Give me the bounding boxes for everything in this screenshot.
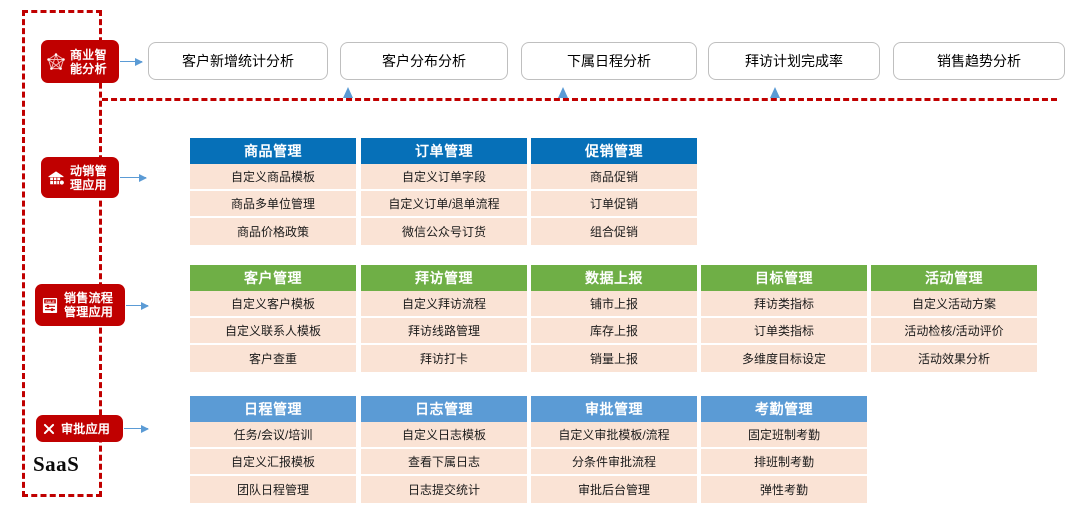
badge-approval-app[interactable]: 审批应用 [36, 415, 123, 442]
card-title: 目标管理 [701, 265, 867, 291]
card-item[interactable]: 微信公众号订货 [361, 218, 527, 245]
connector-bi [120, 57, 143, 66]
badge-promotion-app[interactable]: 动销管 理应用 [41, 157, 119, 198]
badge-label: 商业智 能分析 [70, 47, 107, 76]
card-item[interactable]: 自定义日志模板 [361, 422, 527, 449]
card-item[interactable]: 排班制考勤 [701, 449, 867, 476]
card-item[interactable]: 拜访类指标 [701, 291, 867, 318]
bi-pill-subordinate-schedule[interactable]: 下属日程分析 [521, 42, 697, 80]
card-item[interactable]: 商品多单位管理 [190, 191, 356, 218]
card-title: 订单管理 [361, 138, 527, 164]
card-visit-management[interactable]: 拜访管理 自定义拜访流程 拜访线路管理 拜访打卡 [361, 265, 527, 372]
card-item[interactable]: 弹性考勤 [701, 476, 867, 503]
pill-label: 下属日程分析 [567, 53, 651, 69]
pill-label: 销售趋势分析 [937, 53, 1021, 69]
card-item[interactable]: 多维度目标设定 [701, 345, 867, 372]
svg-text:SALE: SALE [45, 299, 55, 303]
card-customer-management[interactable]: 客户管理 自定义客户模板 自定义联系人模板 客户查重 [190, 265, 356, 372]
card-item[interactable]: 团队日程管理 [190, 476, 356, 503]
card-item[interactable]: 自定义订单/退单流程 [361, 191, 527, 218]
badge-sales-process-app[interactable]: SALE 销售流程 管理应用 [35, 284, 125, 326]
bi-pill-visit-plan-completion[interactable]: 拜访计划完成率 [708, 42, 880, 80]
card-log-management[interactable]: 日志管理 自定义日志模板 查看下属日志 日志提交统计 [361, 396, 527, 503]
card-item[interactable]: 自定义拜访流程 [361, 291, 527, 318]
card-target-management[interactable]: 目标管理 拜访类指标 订单类指标 多维度目标设定 [701, 265, 867, 372]
card-title: 拜访管理 [361, 265, 527, 291]
badge-label: 动销管 理应用 [70, 163, 107, 192]
card-approval-management[interactable]: 审批管理 自定义审批模板/流程 分条件审批流程 审批后台管理 [531, 396, 697, 503]
connector-sales [126, 301, 149, 310]
up-arrow-icon-1 [343, 87, 353, 98]
card-item[interactable]: 销量上报 [531, 345, 697, 372]
card-item[interactable]: 订单类指标 [701, 318, 867, 345]
card-title: 活动管理 [871, 265, 1037, 291]
card-item[interactable]: 订单促销 [531, 191, 697, 218]
card-item[interactable]: 活动效果分析 [871, 345, 1037, 372]
card-title: 客户管理 [190, 265, 356, 291]
card-item[interactable]: 自定义商品模板 [190, 164, 356, 191]
card-title: 商品管理 [190, 138, 356, 164]
card-title: 数据上报 [531, 265, 697, 291]
sale-document-icon: SALE [40, 295, 60, 315]
card-item[interactable]: 自定义订单字段 [361, 164, 527, 191]
card-title: 审批管理 [531, 396, 697, 422]
saas-label: SaaS [33, 452, 80, 476]
pill-label: 拜访计划完成率 [745, 53, 843, 69]
card-item[interactable]: 日志提交统计 [361, 476, 527, 503]
card-item[interactable]: 自定义审批模板/流程 [531, 422, 697, 449]
card-item[interactable]: 分条件审批流程 [531, 449, 697, 476]
card-title: 日志管理 [361, 396, 527, 422]
saas-boundary-frame [22, 10, 102, 497]
red-dashed-divider [102, 98, 1057, 101]
up-arrow-icon-3 [770, 87, 780, 98]
up-arrow-icon-2 [558, 87, 568, 98]
card-item[interactable]: 审批后台管理 [531, 476, 697, 503]
card-item[interactable]: 客户查重 [190, 345, 356, 372]
card-item[interactable]: 自定义客户模板 [190, 291, 356, 318]
card-item[interactable]: 商品促销 [531, 164, 697, 191]
card-promotion-management[interactable]: 促销管理 商品促销 订单促销 组合促销 [531, 138, 697, 245]
store-house-icon [46, 168, 66, 188]
card-schedule-management[interactable]: 日程管理 任务/会议/培训 自定义汇报模板 团队日程管理 [190, 396, 356, 503]
card-item[interactable]: 拜访打卡 [361, 345, 527, 372]
cross-mark-icon [41, 421, 57, 437]
card-item[interactable]: 自定义活动方案 [871, 291, 1037, 318]
card-title: 日程管理 [190, 396, 356, 422]
bi-pill-sales-trend[interactable]: 销售趋势分析 [893, 42, 1065, 80]
card-item[interactable]: 拜访线路管理 [361, 318, 527, 345]
badge-label: 销售流程 管理应用 [64, 291, 114, 319]
card-item[interactable]: 自定义汇报模板 [190, 449, 356, 476]
card-item[interactable]: 铺市上报 [531, 291, 697, 318]
card-title: 考勤管理 [701, 396, 867, 422]
bi-pill-customer-distribution[interactable]: 客户分布分析 [340, 42, 508, 80]
bi-pill-customer-growth[interactable]: 客户新增统计分析 [148, 42, 328, 80]
badge-bi-analysis[interactable]: 商业智 能分析 [41, 40, 119, 83]
network-graph-icon [46, 52, 66, 72]
card-data-report[interactable]: 数据上报 铺市上报 库存上报 销量上报 [531, 265, 697, 372]
connector-promotion [120, 173, 147, 182]
card-order-management[interactable]: 订单管理 自定义订单字段 自定义订单/退单流程 微信公众号订货 [361, 138, 527, 245]
card-item[interactable]: 任务/会议/培训 [190, 422, 356, 449]
card-item[interactable]: 自定义联系人模板 [190, 318, 356, 345]
card-attendance-management[interactable]: 考勤管理 固定班制考勤 排班制考勤 弹性考勤 [701, 396, 867, 503]
badge-label: 审批应用 [61, 421, 111, 436]
pill-label: 客户分布分析 [382, 53, 466, 69]
card-item[interactable]: 商品价格政策 [190, 218, 356, 245]
card-item[interactable]: 活动检核/活动评价 [871, 318, 1037, 345]
card-activity-management[interactable]: 活动管理 自定义活动方案 活动检核/活动评价 活动效果分析 [871, 265, 1037, 372]
card-product-management[interactable]: 商品管理 自定义商品模板 商品多单位管理 商品价格政策 [190, 138, 356, 245]
card-item[interactable]: 库存上报 [531, 318, 697, 345]
pill-label: 客户新增统计分析 [182, 53, 294, 69]
card-item[interactable]: 查看下属日志 [361, 449, 527, 476]
connector-approval [124, 424, 149, 433]
card-item[interactable]: 固定班制考勤 [701, 422, 867, 449]
card-title: 促销管理 [531, 138, 697, 164]
card-item[interactable]: 组合促销 [531, 218, 697, 245]
